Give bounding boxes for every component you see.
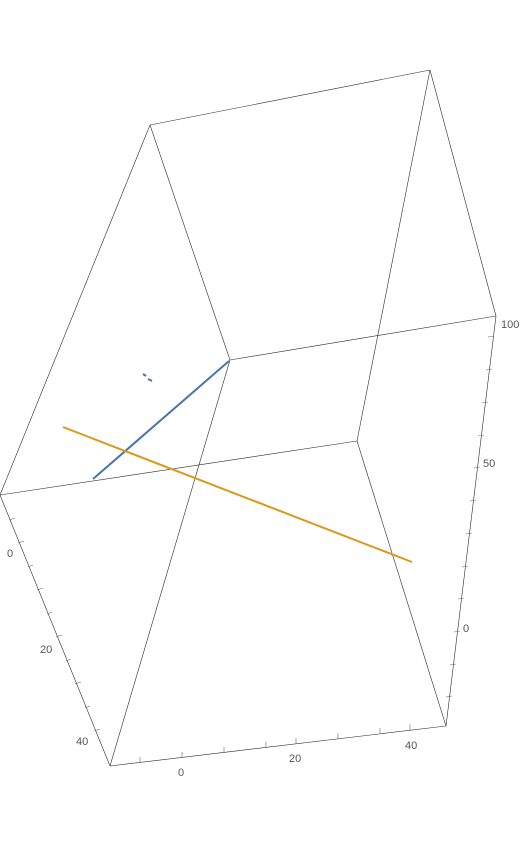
series-line-blue	[92, 360, 230, 480]
tick-labels: 0 20 40 0 20 40 0 50 100	[7, 319, 519, 779]
z-tick-label: 50	[483, 458, 495, 470]
box-edge	[149, 124, 231, 361]
tick	[449, 663, 457, 666]
box-edge	[109, 725, 447, 767]
series-line-blue-fragment	[147, 378, 153, 382]
box-edge	[356, 69, 431, 442]
x-tick-label: 0	[178, 767, 184, 779]
tick	[457, 597, 465, 600]
tick	[27, 564, 34, 568]
tick	[465, 532, 473, 535]
box-edge	[109, 359, 231, 767]
axis-ticks	[8, 335, 495, 763]
box-edge	[0, 494, 111, 767]
tick	[453, 630, 461, 633]
z-tick-label: 0	[463, 623, 469, 635]
box-edge	[0, 124, 151, 496]
x-tick-label: 40	[405, 740, 417, 752]
box-edge	[356, 440, 447, 727]
bounding-box	[0, 69, 497, 767]
box-edge	[0, 440, 358, 496]
tick	[485, 368, 493, 371]
tick	[84, 705, 91, 709]
x-tick-label: 20	[289, 753, 301, 765]
tick	[487, 335, 495, 338]
tick	[481, 401, 489, 404]
tick	[445, 695, 453, 698]
tick	[93, 728, 101, 732]
tick	[461, 565, 469, 568]
box-edge	[149, 69, 431, 126]
box-edge	[445, 315, 497, 727]
y-tick-label: 20	[40, 644, 52, 656]
box-edge	[429, 69, 497, 317]
tick	[36, 587, 44, 591]
tick	[74, 681, 82, 685]
tick	[65, 658, 72, 662]
z-tick-label: 100	[501, 319, 519, 331]
tick	[55, 634, 63, 638]
y-tick-label: 0	[7, 548, 13, 560]
tick	[473, 466, 481, 469]
tick	[477, 434, 485, 437]
series-line-orange	[62, 426, 413, 563]
series-lines	[62, 360, 413, 563]
y-tick-label: 40	[76, 736, 88, 748]
series-line-blue-fragment	[142, 373, 147, 377]
tick	[17, 540, 25, 544]
box-edge	[229, 315, 497, 361]
tick	[8, 517, 16, 521]
tick	[469, 499, 477, 502]
tick	[46, 611, 53, 615]
